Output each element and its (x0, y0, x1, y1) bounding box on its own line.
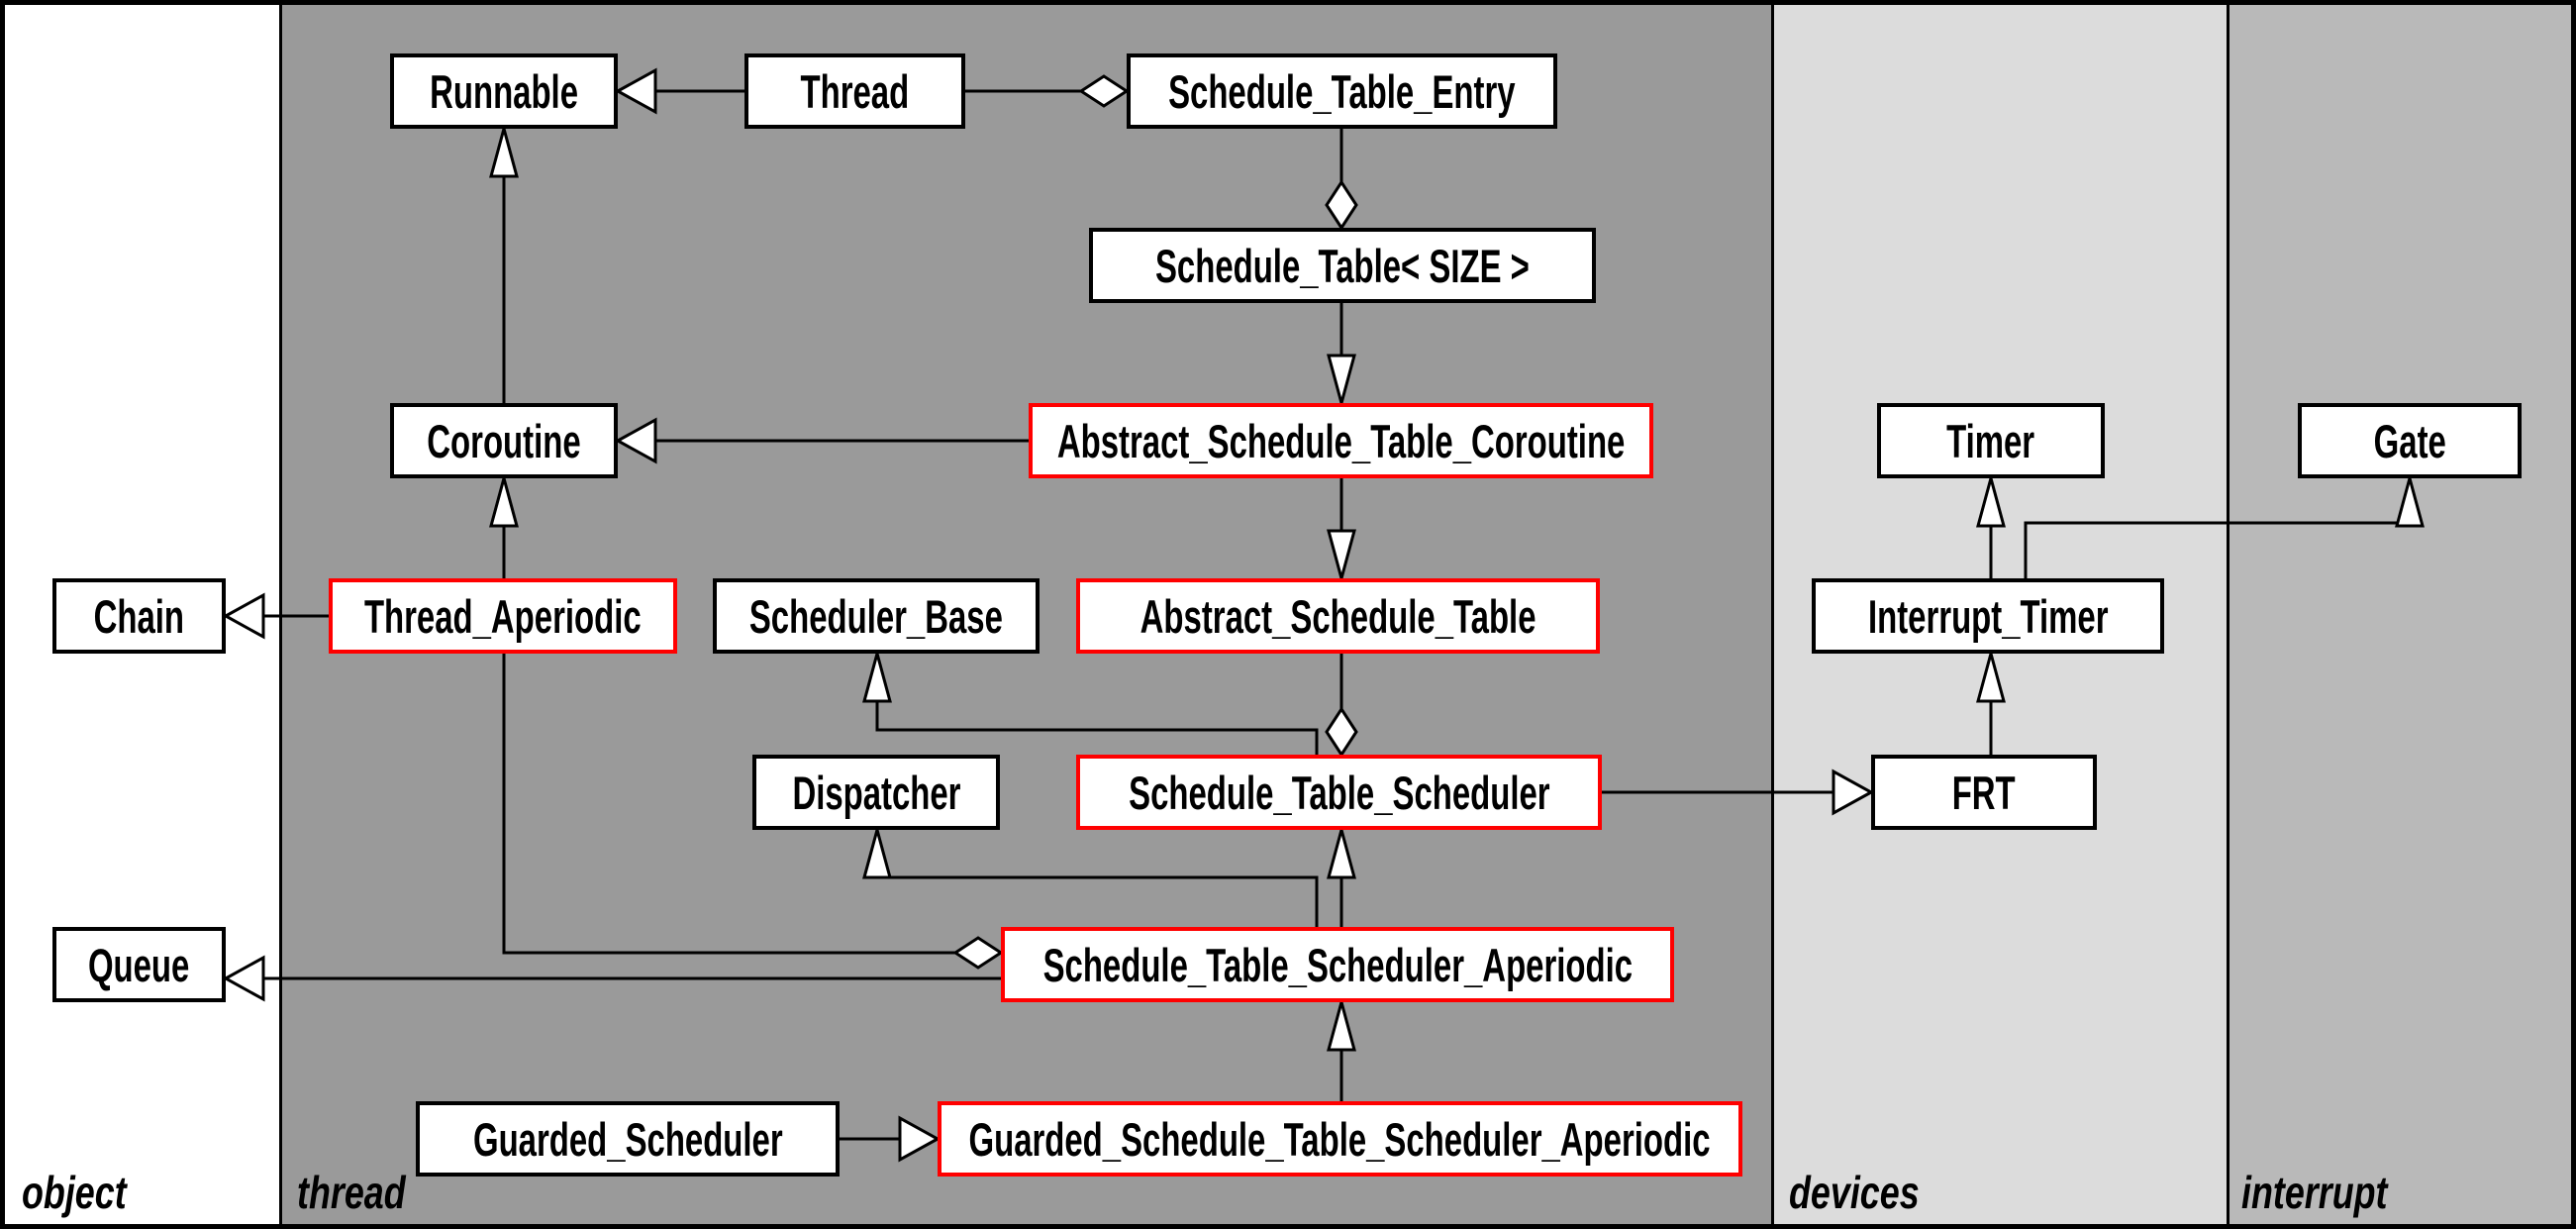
class-box-dispatcher[interactable]: Dispatcher (752, 755, 1000, 830)
class-label-thread-aperiodic: Thread_Aperiodic (364, 589, 642, 643)
class-box-schedule-table-size[interactable]: Schedule_Table< SIZE > (1089, 228, 1596, 303)
class-box-gate[interactable]: Gate (2298, 403, 2522, 478)
class-box-timer[interactable]: Timer (1877, 403, 2105, 478)
class-label-schedule-table-size: Schedule_Table< SIZE > (1155, 239, 1530, 292)
class-label-schedule-table-scheduler-aperiodic: Schedule_Table_Scheduler_Aperiodic (1042, 938, 1633, 991)
class-label-abstract-schedule-table: Abstract_Schedule_Table (1139, 589, 1536, 643)
class-label-timer: Timer (1946, 414, 2035, 467)
class-box-scheduler-base[interactable]: Scheduler_Base (713, 578, 1040, 654)
class-box-queue[interactable]: Queue (52, 927, 226, 1002)
class-label-frt: FRT (1952, 766, 2016, 819)
class-box-thread-aperiodic[interactable]: Thread_Aperiodic (329, 578, 677, 654)
class-box-thread[interactable]: Thread (744, 53, 965, 129)
class-label-schedule-table-entry: Schedule_Table_Entry (1168, 64, 1516, 118)
class-label-scheduler-base: Scheduler_Base (748, 589, 1004, 643)
class-label-gate: Gate (2373, 414, 2446, 467)
class-box-schedule-table-entry[interactable]: Schedule_Table_Entry (1127, 53, 1557, 129)
class-box-runnable[interactable]: Runnable (390, 53, 618, 129)
class-label-dispatcher: Dispatcher (791, 766, 961, 819)
class-label-guarded-schedule-table-scheduler-aperiodic: Guarded_Schedule_Table_Scheduler_Aperiod… (968, 1112, 1712, 1166)
class-label-runnable: Runnable (430, 64, 578, 118)
class-box-guarded-scheduler[interactable]: Guarded_Scheduler (416, 1101, 840, 1177)
class-box-abstract-schedule-table-coroutine[interactable]: Abstract_Schedule_Table_Coroutine (1029, 403, 1653, 478)
class-label-thread: Thread (800, 64, 910, 118)
class-box-interrupt-timer[interactable]: Interrupt_Timer (1812, 578, 2164, 654)
class-label-schedule-table-scheduler: Schedule_Table_Scheduler (1128, 766, 1550, 819)
class-label-interrupt-timer: Interrupt_Timer (1867, 589, 2109, 643)
class-label-guarded-scheduler: Guarded_Scheduler (472, 1112, 783, 1166)
class-box-frt[interactable]: FRT (1871, 755, 2097, 830)
class-label-chain: Chain (93, 589, 185, 643)
band-label-thread: thread (297, 1167, 406, 1218)
class-box-guarded-schedule-table-scheduler-aperiodic[interactable]: Guarded_Schedule_Table_Scheduler_Aperiod… (938, 1101, 1742, 1177)
band-interrupt (2227, 0, 2576, 1229)
class-box-coroutine[interactable]: Coroutine (390, 403, 618, 478)
class-box-schedule-table-scheduler-aperiodic[interactable]: Schedule_Table_Scheduler_Aperiodic (1001, 927, 1674, 1002)
band-label-interrupt: interrupt (2241, 1167, 2388, 1218)
band-label-devices: devices (1789, 1167, 1920, 1218)
class-box-schedule-table-scheduler[interactable]: Schedule_Table_Scheduler (1076, 755, 1602, 830)
class-box-abstract-schedule-table[interactable]: Abstract_Schedule_Table (1076, 578, 1600, 654)
class-label-coroutine: Coroutine (427, 414, 581, 467)
class-box-chain[interactable]: Chain (52, 578, 226, 654)
class-label-abstract-schedule-table-coroutine: Abstract_Schedule_Table_Coroutine (1056, 414, 1626, 467)
class-label-queue: Queue (88, 938, 190, 991)
band-label-object: object (22, 1167, 127, 1218)
